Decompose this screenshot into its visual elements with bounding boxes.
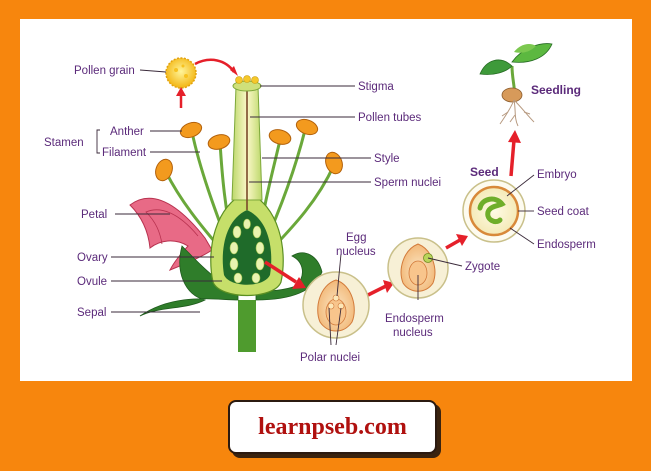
label-seedling: Seedling — [531, 83, 581, 97]
label-style: Style — [374, 153, 400, 165]
watermark-badge: learnpseb.com — [228, 400, 437, 454]
label-pollen-grain: Pollen grain — [74, 65, 135, 77]
zygote-circle — [387, 237, 449, 299]
labels: Pollen grain Stigma Stamen Anther Filame… — [44, 65, 596, 364]
label-anther: Anther — [110, 126, 144, 138]
ovules — [229, 218, 265, 284]
sepal-right — [255, 252, 323, 301]
anthers — [155, 118, 343, 182]
label-filament: Filament — [102, 147, 147, 159]
seedling — [479, 43, 553, 127]
label-egg-nucleus-line1: Egg — [346, 232, 366, 244]
label-sepal: Sepal — [77, 307, 106, 319]
label-egg-nucleus-line2: nucleus — [336, 246, 376, 258]
label-endosperm-nucleus-line1: Endosperm — [385, 313, 444, 325]
label-seed-coat: Seed coat — [537, 206, 590, 218]
stigma-pollen — [235, 75, 259, 84]
petal-inner — [145, 209, 199, 245]
label-endosperm-nucleus-line2: nucleus — [393, 327, 433, 339]
ovule-fertilization-circle — [302, 271, 370, 339]
process-arrows — [176, 58, 521, 297]
watermark-text: learnpseb.com — [258, 413, 407, 440]
label-stamen: Stamen — [44, 137, 84, 149]
label-petal: Petal — [81, 209, 107, 221]
label-pollen-tubes: Pollen tubes — [358, 112, 422, 124]
label-sperm-nuclei: Sperm nuclei — [374, 177, 441, 189]
petal-shape — [129, 197, 213, 271]
label-ovary: Ovary — [77, 252, 108, 264]
label-embryo: Embryo — [537, 169, 577, 181]
leader-lines — [96, 69, 535, 346]
label-seed: Seed — [470, 165, 499, 179]
label-polar-nuclei: Polar nuclei — [300, 352, 360, 364]
label-stigma: Stigma — [358, 81, 394, 93]
flower-stem — [238, 300, 256, 352]
label-endosperm: Endosperm — [537, 239, 596, 251]
label-ovule: Ovule — [77, 276, 107, 288]
pollen-grain-illustration — [165, 57, 197, 89]
flower — [129, 75, 343, 352]
label-zygote: Zygote — [465, 261, 500, 273]
seed-circle — [462, 179, 526, 243]
